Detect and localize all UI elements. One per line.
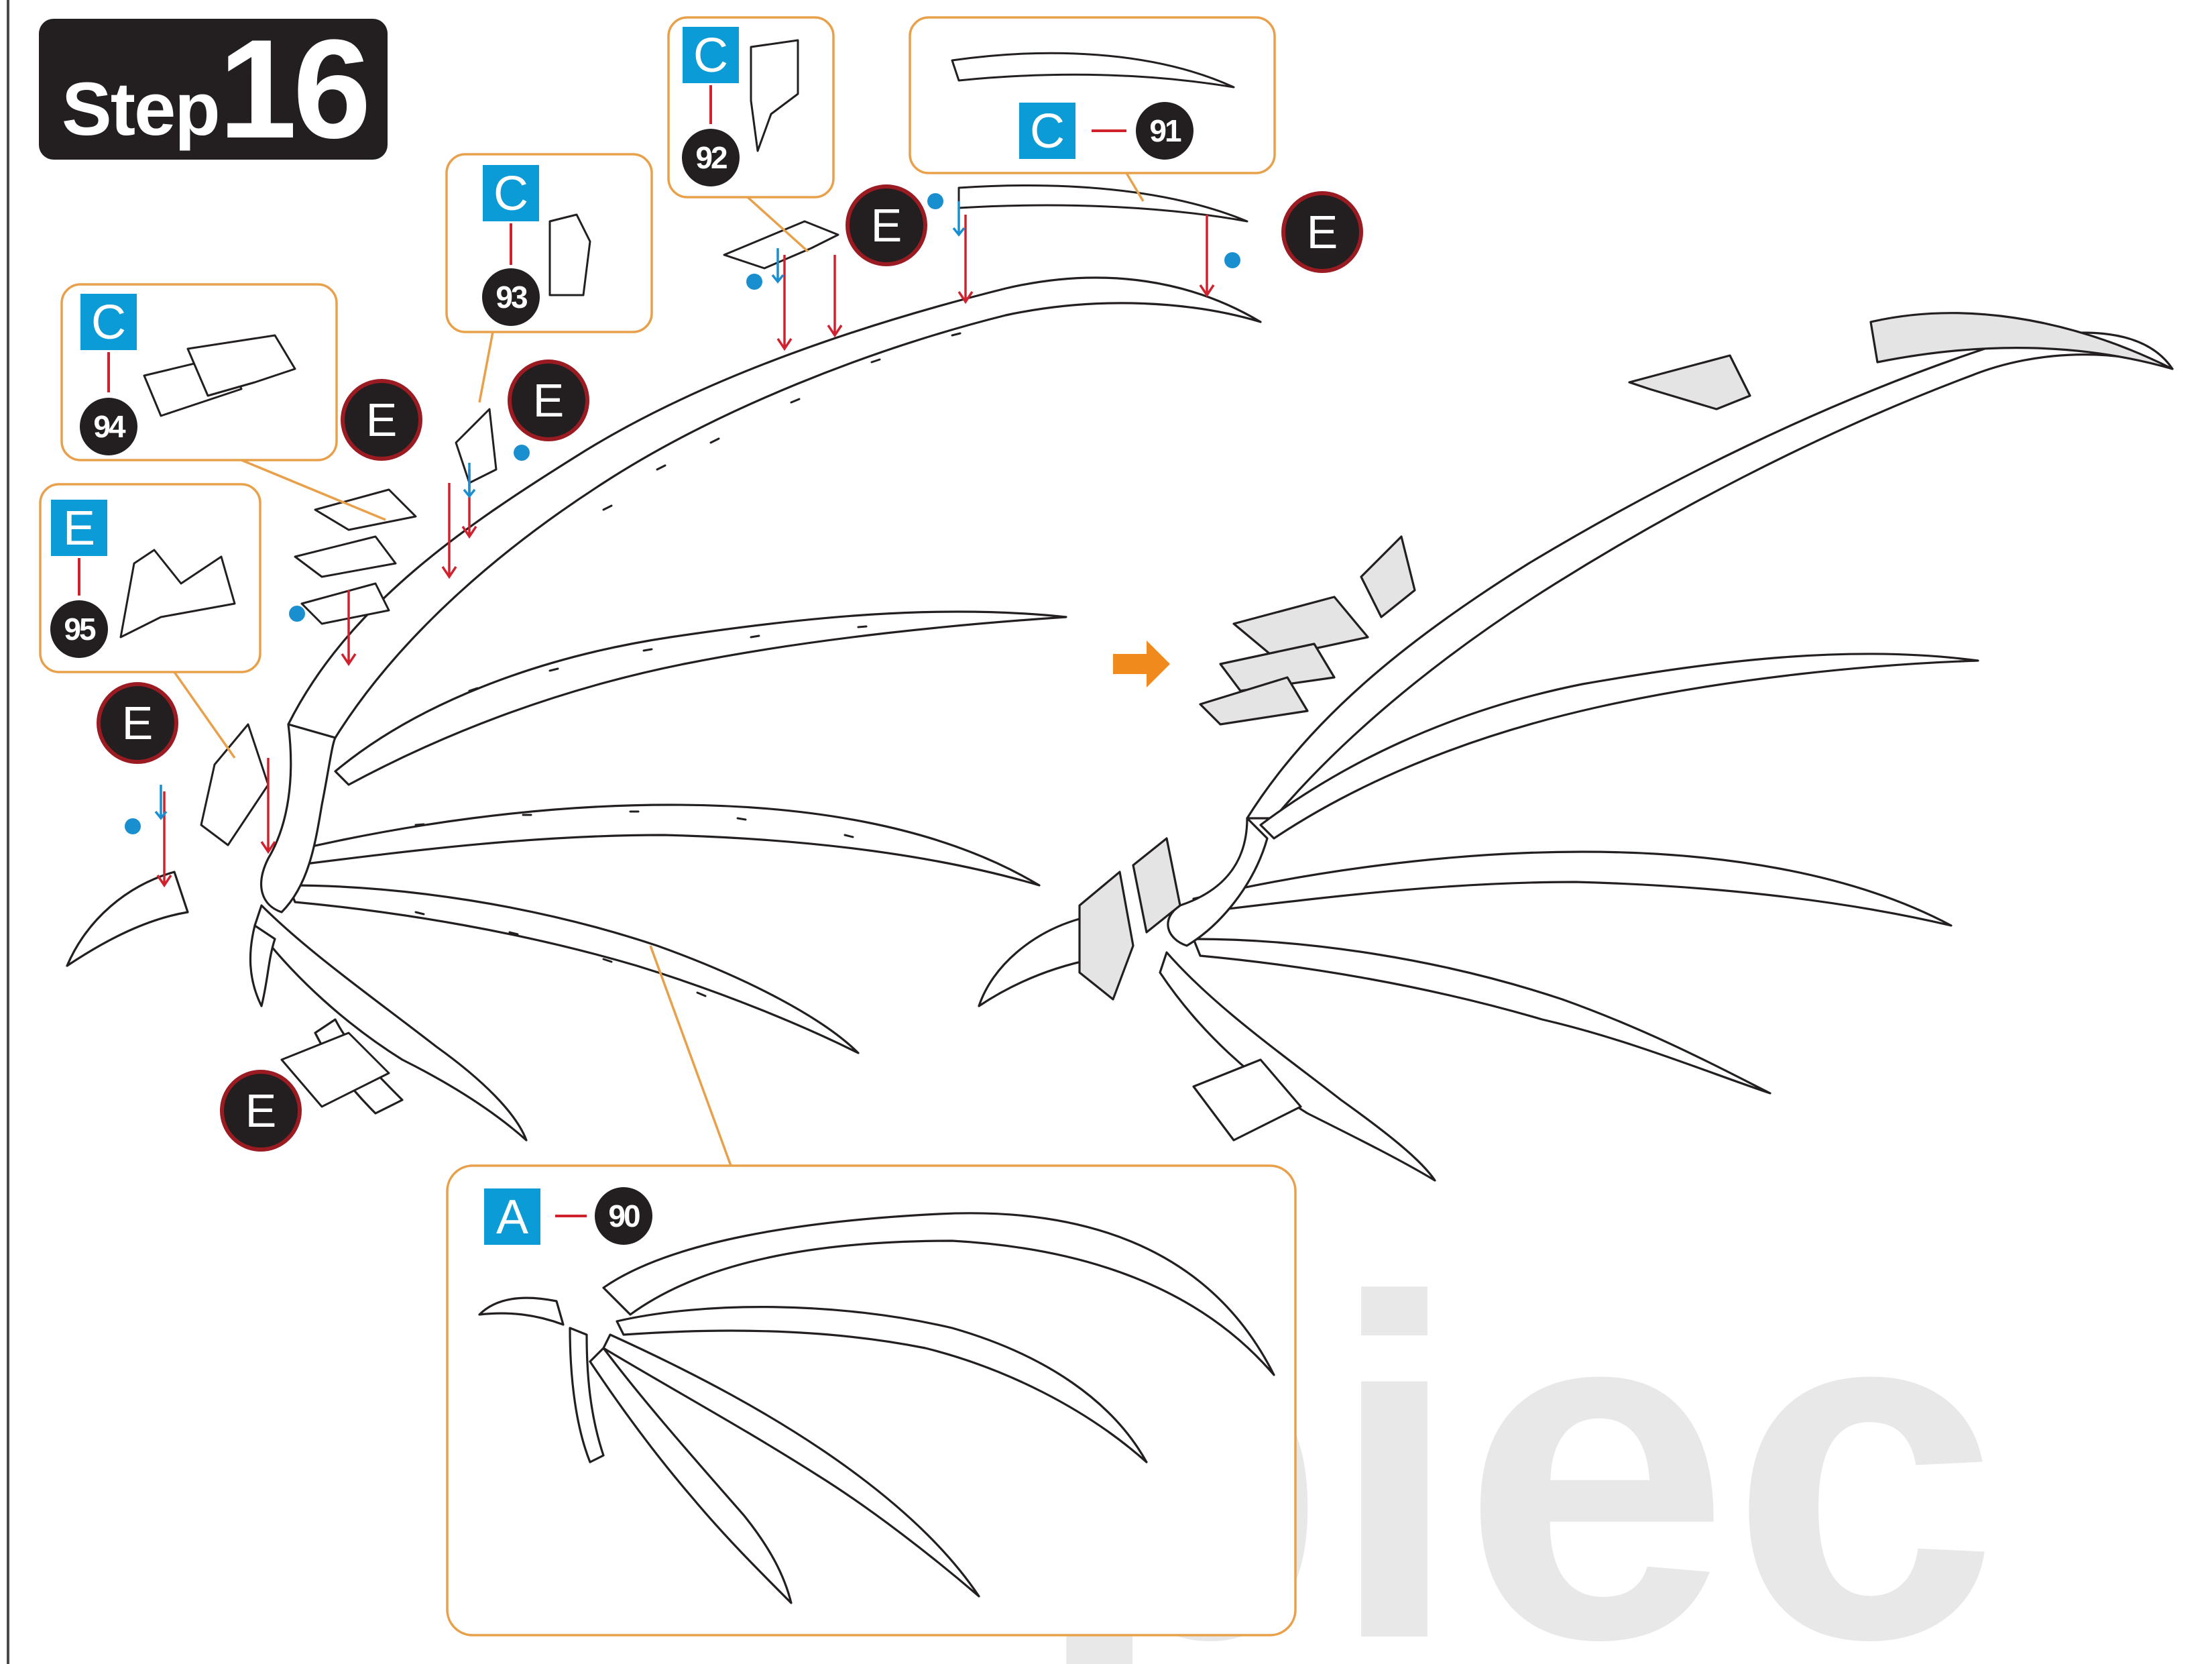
- glue-marker: E: [510, 362, 587, 439]
- part-93-placed: [456, 409, 496, 483]
- glue-marker-label: E: [366, 394, 398, 446]
- glue-marker: E: [222, 1072, 300, 1150]
- part-95-placed: [201, 724, 268, 845]
- callout-c93-sheet: C: [493, 167, 528, 221]
- wing-hook-left: [67, 872, 188, 966]
- assembled-part-92: [1629, 355, 1750, 409]
- arrow-right-icon: [1113, 641, 1170, 687]
- callout-a90-sheet: A: [496, 1190, 528, 1244]
- callout-a90: A 90: [447, 946, 1295, 1635]
- callout-c92-part: 92: [695, 140, 727, 175]
- glue-marker: E: [848, 186, 925, 264]
- callout-a90-part: 90: [608, 1199, 640, 1233]
- blue-dot-icon: [514, 445, 530, 461]
- callout-c91: C 91: [910, 17, 1275, 201]
- callout-c91-part: 91: [1149, 113, 1181, 148]
- callout-e95-sheet: E: [63, 502, 95, 555]
- wing-spine: [261, 724, 335, 912]
- callout-c92-sheet: C: [693, 29, 728, 82]
- glue-marker-label: E: [122, 697, 154, 749]
- blue-dot-icon: [289, 606, 305, 622]
- glue-marker-label: E: [533, 374, 565, 427]
- wing-finger-3: [288, 805, 1039, 885]
- callout-c91-sheet: C: [1030, 105, 1065, 158]
- glue-marker: E: [343, 381, 420, 459]
- blue-dot-icon: [927, 193, 943, 209]
- blue-dot-icon: [125, 818, 141, 834]
- assembled-part-95: [1080, 872, 1133, 999]
- glue-marker: E: [1283, 193, 1361, 271]
- blue-dot-icon: [1224, 252, 1240, 268]
- assembled-part-93: [1361, 537, 1415, 617]
- callout-c94-sheet: C: [91, 296, 126, 349]
- part-94-placed-b: [295, 537, 396, 577]
- wing-finger-2: [335, 612, 1066, 785]
- part-91-placed: [959, 186, 1247, 221]
- glue-marker-label: E: [871, 199, 903, 252]
- assembled-spine: [1168, 818, 1267, 946]
- glue-marker-label: E: [245, 1085, 277, 1137]
- callout-c94-part: 94: [93, 409, 126, 444]
- blue-dot-icon: [746, 274, 762, 290]
- assembled-hook-left: [979, 919, 1093, 1006]
- assembled-finger-3: [1194, 852, 1951, 926]
- wing-spur: [250, 926, 275, 1006]
- glue-marker: E: [99, 684, 176, 762]
- wing-assembled: [979, 313, 2172, 1180]
- callout-e95-part: 95: [64, 612, 96, 647]
- assembled-lower-claw: [1160, 952, 1435, 1180]
- glue-marker-label: E: [1307, 206, 1338, 258]
- callout-c92: C 92: [668, 17, 833, 252]
- callout-c93-part: 93: [496, 280, 527, 315]
